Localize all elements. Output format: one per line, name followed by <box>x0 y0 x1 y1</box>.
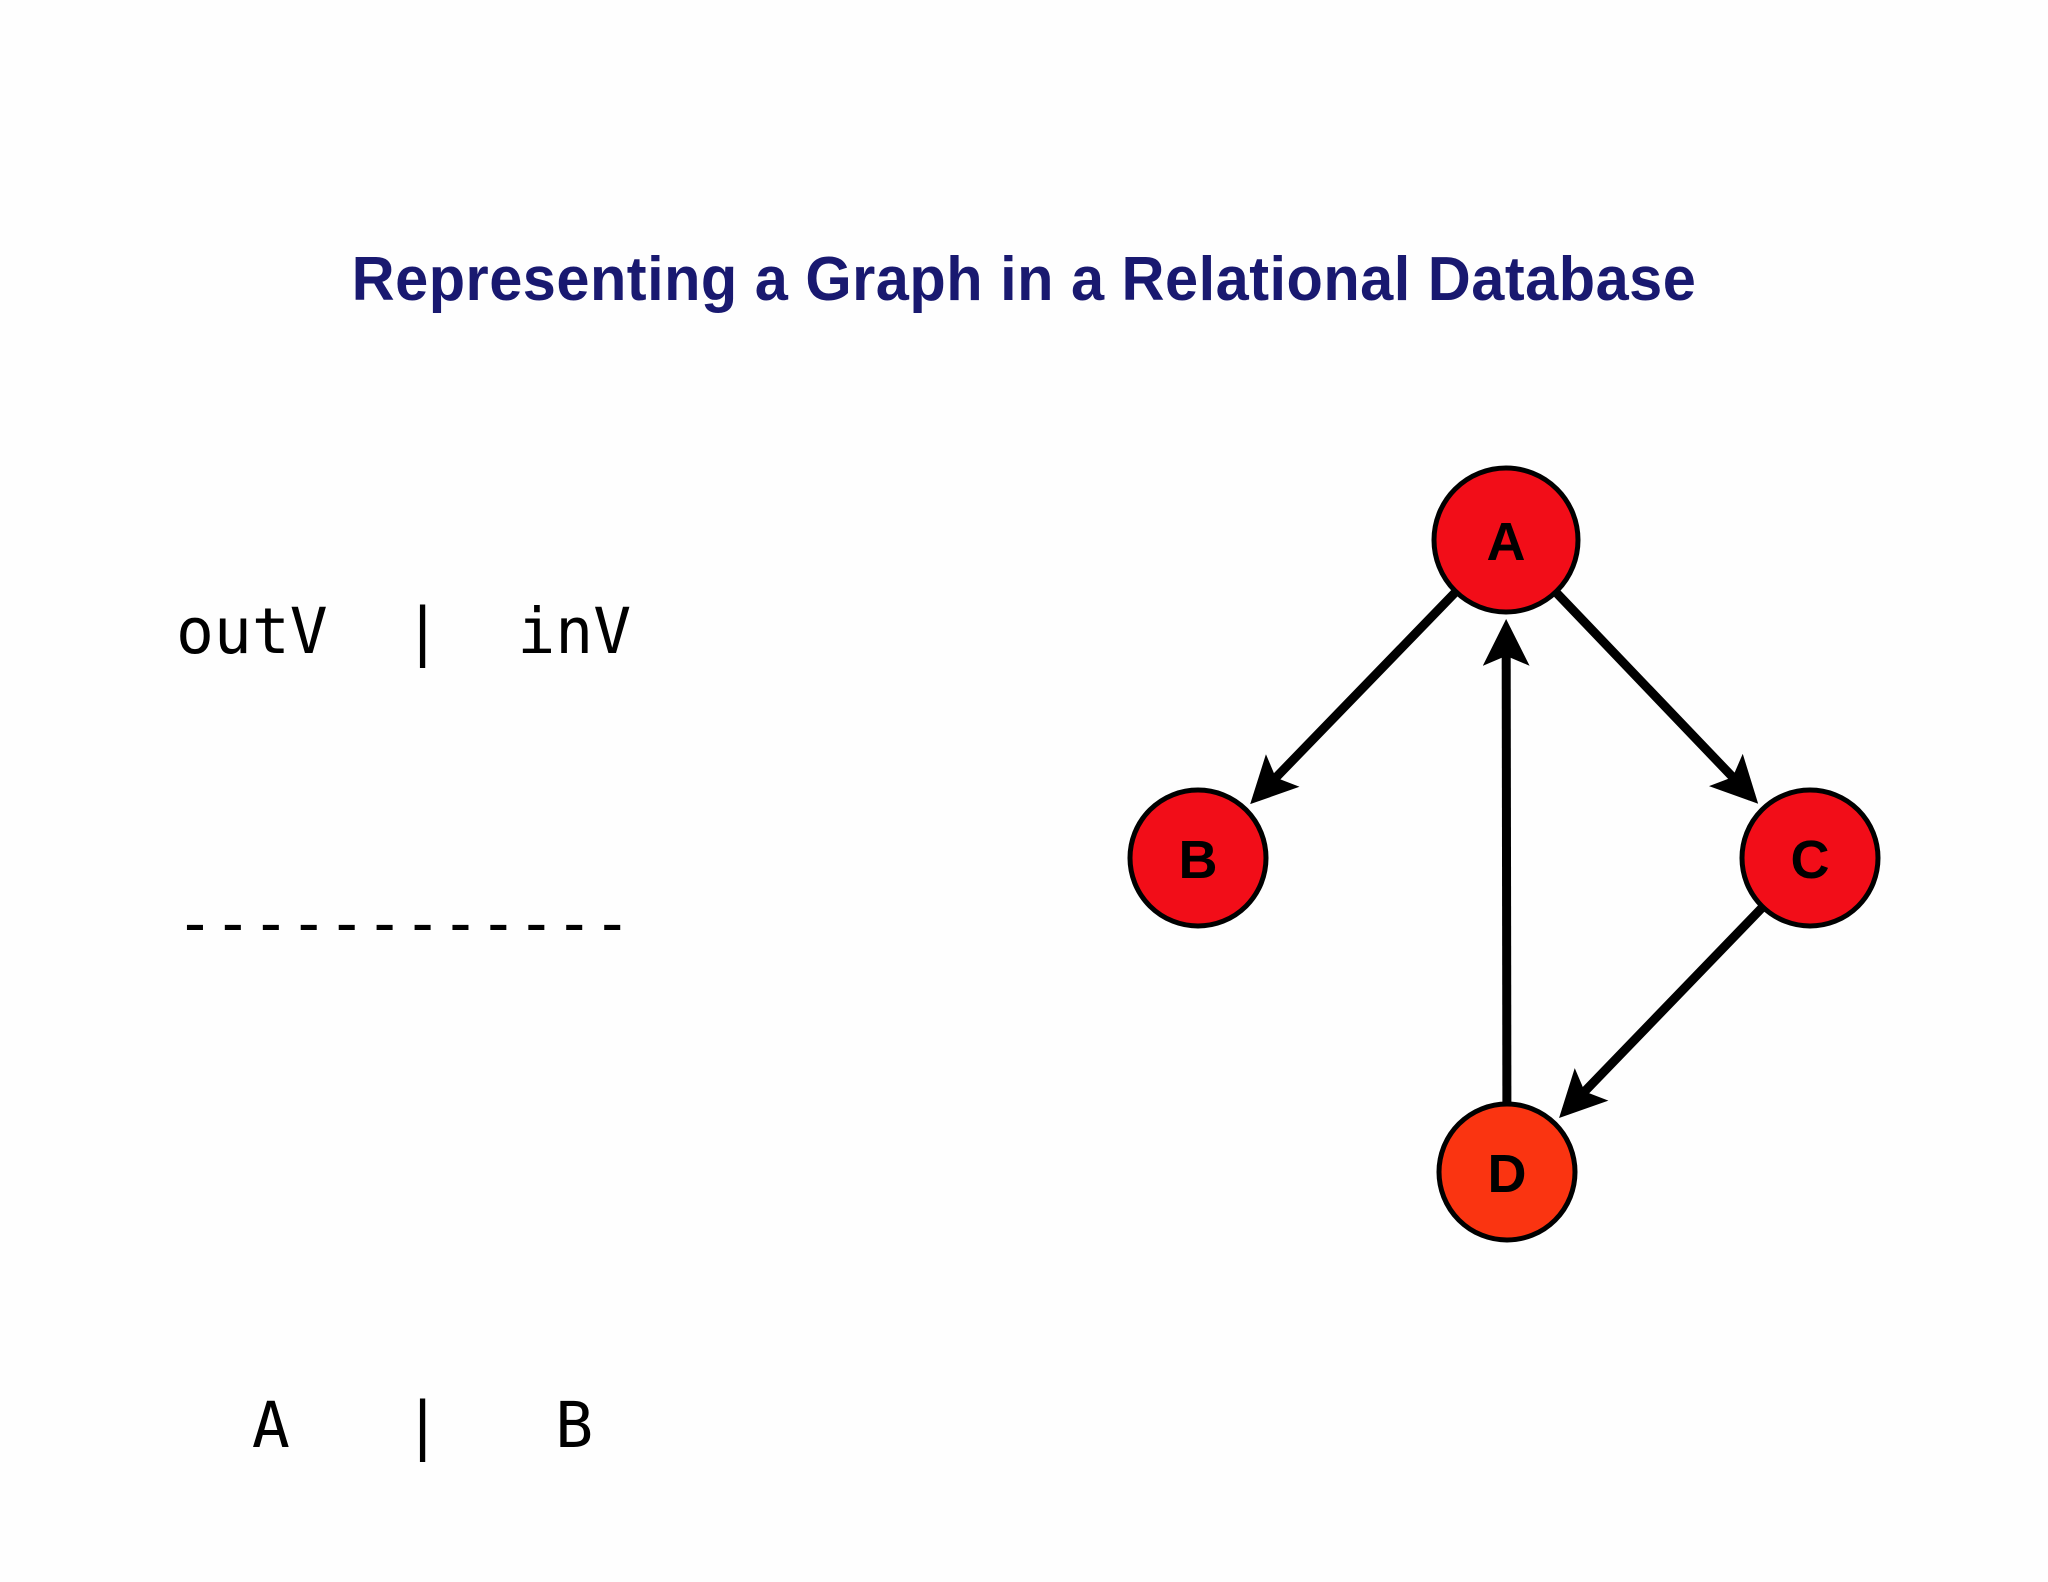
node-a-label: A <box>1487 512 1526 572</box>
edge-table-body: A | B A | C C | D D | A <box>176 1186 631 1582</box>
graph-edges <box>1250 590 1765 1119</box>
graph-node-d[interactable]: D <box>1436 1101 1578 1243</box>
edge-table-header: outV | inV <box>176 595 632 668</box>
edge-c-to-d <box>1559 905 1765 1119</box>
edge-table-rule: ------------ <box>176 887 632 960</box>
graph-diagram: A B C D <box>1020 400 1980 1300</box>
edge-table: outV | inV ------------ A | B A | C C | … <box>176 392 631 1582</box>
graph-node-c[interactable]: C <box>1739 787 1881 929</box>
page-title: Representing a Graph in a Relational Dat… <box>351 245 1697 314</box>
node-b-circle[interactable] <box>1127 787 1269 929</box>
node-b-label: B <box>1179 830 1218 890</box>
node-d-circle[interactable] <box>1436 1101 1578 1243</box>
graph-node-a[interactable]: A <box>1431 465 1581 615</box>
edge-d-to-a <box>1482 618 1530 1103</box>
graph-nodes: A B C D <box>1127 465 1881 1243</box>
node-c-circle[interactable] <box>1739 787 1881 929</box>
edge-a-to-c <box>1553 590 1759 804</box>
edge-a-to-b <box>1250 590 1458 805</box>
graph-node-b[interactable]: B <box>1127 787 1269 929</box>
node-d-label: D <box>1488 1144 1527 1204</box>
node-a-circle[interactable] <box>1431 465 1581 615</box>
node-c-label: C <box>1791 830 1830 890</box>
table-row: A | B <box>176 1389 594 1462</box>
